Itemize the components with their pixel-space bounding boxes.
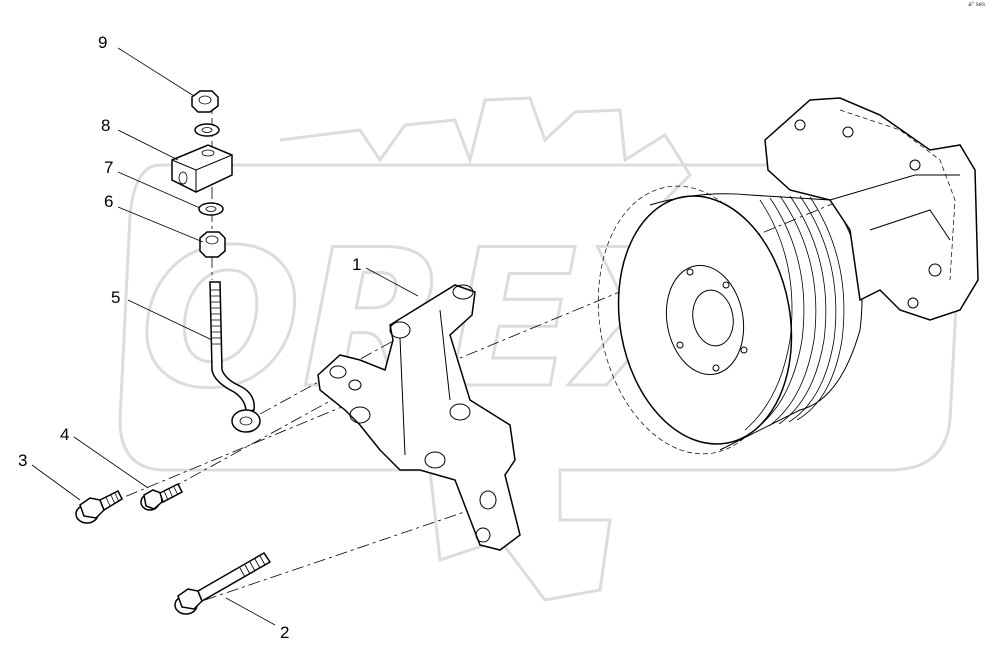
spacer-block-part-8: [171, 144, 233, 193]
nut-part-6: [199, 231, 226, 258]
callout-labels: 9 8 7 6 5 4 3 1 2: [18, 33, 361, 642]
callout-6: 6: [104, 192, 113, 211]
threaded-rod-part-5: [209, 281, 261, 433]
flange-bolt-part-3: [75, 489, 123, 524]
washer-part-7: [198, 202, 224, 216]
bracket-part-1: [317, 284, 521, 551]
callout-8: 8: [101, 116, 110, 135]
leader-lines: [31, 47, 419, 626]
callout-3: 3: [18, 451, 27, 470]
washer-upper: [194, 123, 220, 137]
callout-7: 7: [104, 158, 113, 177]
fan-drive-pulley: [597, 185, 863, 455]
callout-1: 1: [352, 255, 361, 274]
fan-drive-housing: [764, 97, 979, 321]
callout-9: 9: [98, 33, 107, 52]
nut-part-9: [191, 90, 219, 113]
long-bolt-part-2: [174, 551, 272, 615]
callout-5: 5: [111, 288, 120, 307]
callout-2: 2: [280, 623, 289, 642]
corner-mark: a° ses: [968, 2, 985, 8]
short-bolt-part-4: [140, 482, 183, 511]
callout-4: 4: [60, 425, 69, 444]
